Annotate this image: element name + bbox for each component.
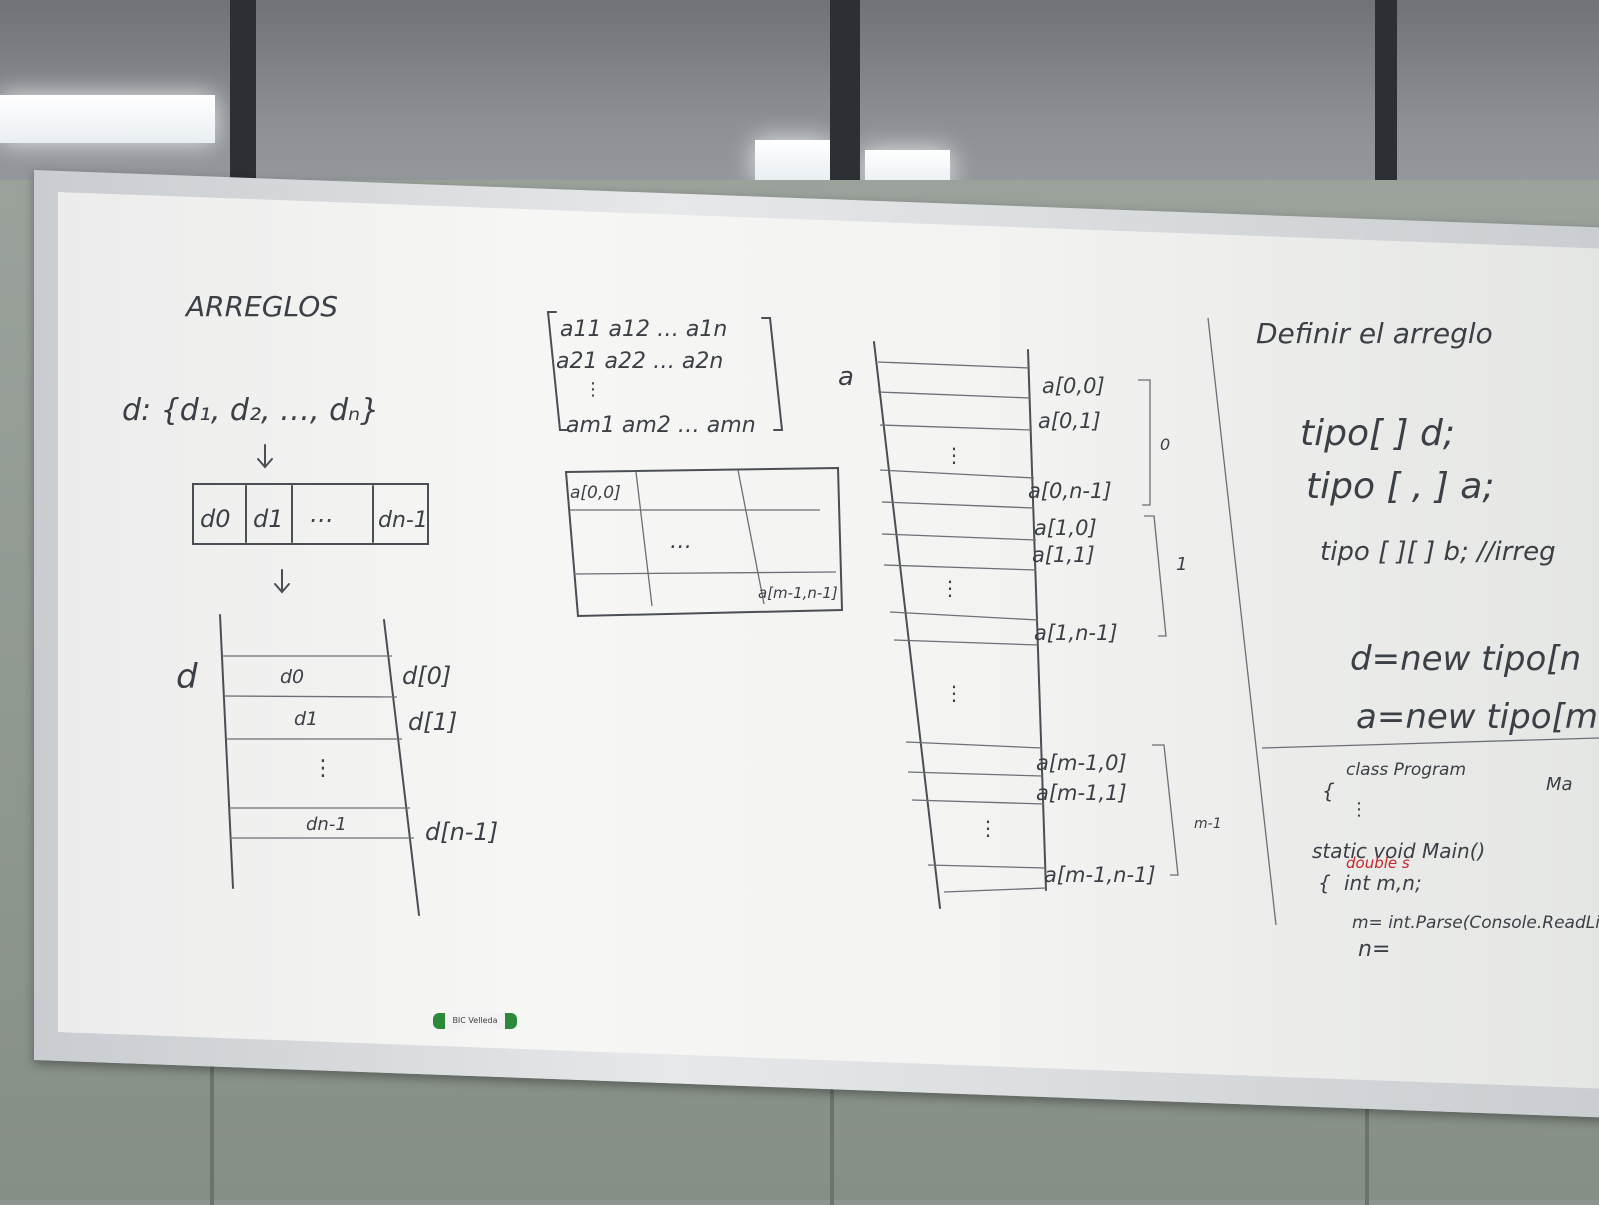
memory-label: a[1,1] <box>1032 543 1095 567</box>
matrix-bracket-right <box>761 317 784 431</box>
definition-line: d=new tipo[n <box>1350 639 1581 679</box>
memory-label: a[1,n-1] <box>1034 621 1118 645</box>
memory-label: a[0,n-1] <box>1028 479 1112 503</box>
stack-cell: d1 <box>294 708 318 730</box>
memory-label: a[0,0] <box>1042 374 1105 398</box>
definition-line: a=new tipo[m <box>1356 697 1598 737</box>
group-label: 0 <box>1160 435 1170 454</box>
memory-label: a[m-1,n-1] <box>1044 863 1156 887</box>
ceiling-light <box>0 95 215 143</box>
set-definition: d: {d₁, d₂, …, dₙ} <box>122 393 379 428</box>
code-brace: { <box>1322 779 1335 803</box>
code-brace: { <box>1318 871 1331 895</box>
stack-right-edge <box>383 619 420 916</box>
grid-col <box>737 469 765 605</box>
stack-line <box>223 695 398 698</box>
stack-var: d <box>176 657 198 697</box>
memory-dots: ⋮ <box>944 443 964 467</box>
arrow-down-icon <box>274 569 290 594</box>
stack-left-edge <box>219 614 234 889</box>
vector-cell: d1 <box>253 505 284 533</box>
code-separator <box>1261 737 1599 749</box>
memory-dots: ⋮ <box>940 576 960 600</box>
whiteboard-marker: BIC Velleda <box>433 1013 517 1029</box>
vector-cell: d0 <box>200 505 231 533</box>
group-bracket <box>1138 379 1151 506</box>
grid-mid: … <box>670 529 692 554</box>
memory-dots: ⋮ <box>944 681 964 705</box>
grid-last: a[m-1,n-1] <box>758 584 838 602</box>
stack-index: d[0] <box>402 662 451 690</box>
definition-line: tipo [ , ] a; <box>1306 466 1495 507</box>
arrow-down-icon <box>257 444 273 469</box>
group-label: 1 <box>1176 554 1187 575</box>
stack-cell: dn-1 <box>306 814 347 835</box>
memory-var: a <box>838 362 854 392</box>
vector-box <box>192 483 429 545</box>
memory-label: a[0,1] <box>1038 409 1101 433</box>
matrix-row: a11 a12 … a1n <box>560 317 727 342</box>
grid-col <box>635 471 653 607</box>
code-red-note: double s <box>1346 854 1410 872</box>
wall-seam <box>210 1040 214 1205</box>
wall-seam <box>1365 1040 1369 1205</box>
definition-line: tipo[ ] d; <box>1300 413 1455 454</box>
code-decl: int m,n; <box>1344 871 1422 895</box>
stack-index: d[n-1] <box>425 818 498 846</box>
code-main: static void Main() <box>1312 839 1485 863</box>
code-side: Ma <box>1546 774 1573 795</box>
matrix-bracket-left <box>546 311 569 431</box>
definition-heading: Definir el arreglo <box>1256 317 1493 350</box>
group-bracket <box>1144 515 1167 637</box>
stack-cell: ⋮ <box>312 756 334 781</box>
grid-first: a[0,0] <box>570 483 621 503</box>
vector-cell: dn-1 <box>378 508 428 533</box>
stack-index: d[1] <box>408 708 457 736</box>
ceiling-light <box>755 140 830 180</box>
memory-left-edge <box>873 341 941 909</box>
marker-label: BIC Velleda <box>452 1016 498 1025</box>
stack-cell: d0 <box>280 666 304 688</box>
matrix-grid <box>564 466 844 618</box>
memory-dots: ⋮ <box>978 816 998 840</box>
definition-line: tipo [ ][ ] b; //irreg <box>1320 537 1556 567</box>
matrix-dots: ⋮ <box>584 379 602 400</box>
matrix-row: am1 am2 … amn <box>566 413 756 438</box>
code-class: class Program <box>1346 760 1466 780</box>
section-divider <box>1207 317 1277 926</box>
memory-label: a[m-1,0] <box>1036 751 1127 775</box>
code-n: n= <box>1358 937 1390 962</box>
code-parse: m= int.Parse(Console.ReadLine <box>1352 913 1599 933</box>
memory-label: a[1,0] <box>1034 516 1097 540</box>
code-dots: ⋮ <box>1350 799 1368 820</box>
wall-seam <box>830 1040 834 1205</box>
memory-label: a[m-1,1] <box>1036 781 1127 805</box>
group-bracket <box>1152 744 1179 876</box>
vector-cell: … <box>310 500 334 528</box>
memory-lines <box>877 361 1047 893</box>
matrix-row: a21 a22 … a2n <box>556 349 723 374</box>
group-label: m-1 <box>1194 816 1222 832</box>
grid-row <box>573 571 837 575</box>
title-arreglos: ARREGLOS <box>184 290 338 323</box>
